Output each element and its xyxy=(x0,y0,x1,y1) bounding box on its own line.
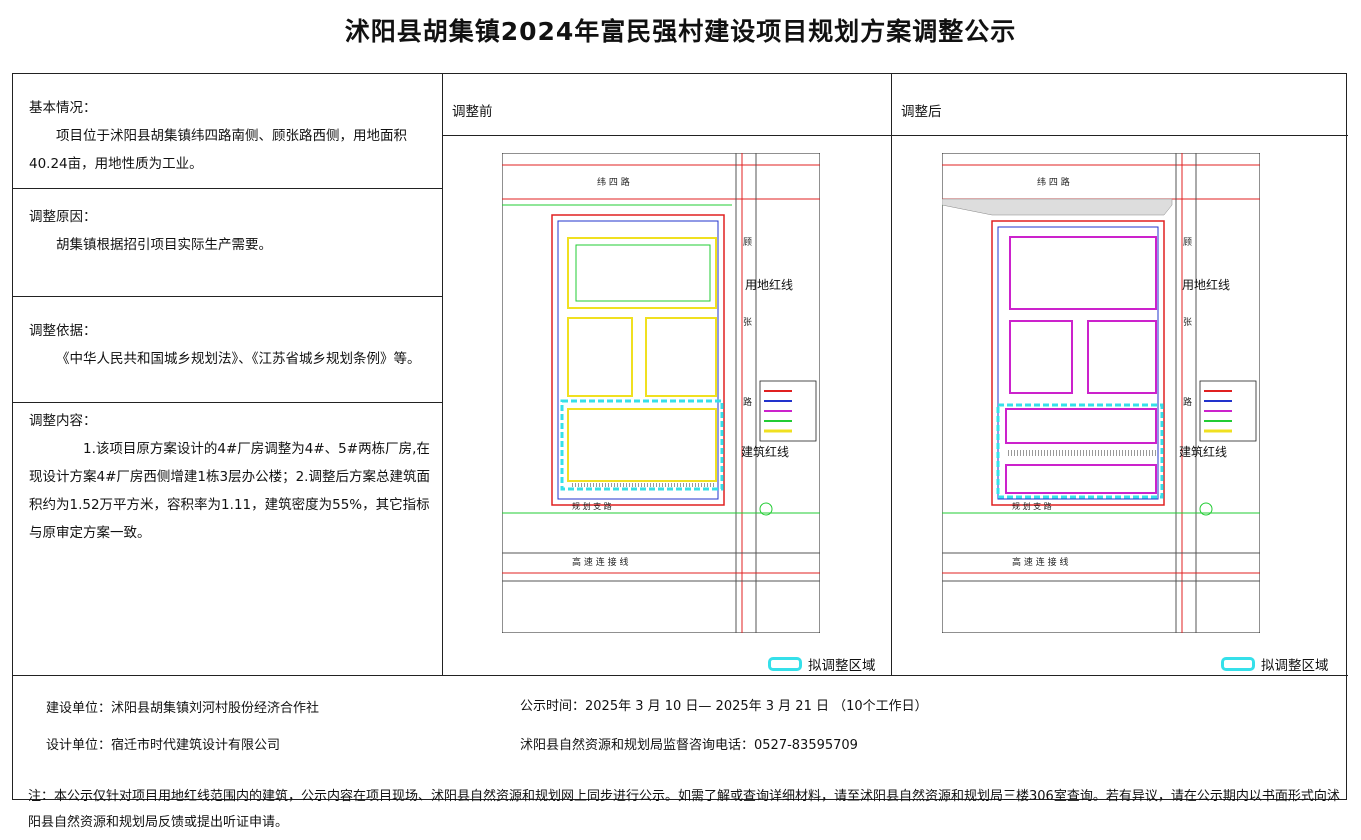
contact-block: 建设单位：沭阳县胡集镇刘河村股份经济合作社 设计单位：宿迁市时代建筑设计有限公司… xyxy=(13,675,1348,802)
cyan-region-swatch xyxy=(768,657,802,671)
road-north-label: 纬 四 路 xyxy=(1037,176,1070,188)
road-east-char-3: 路 xyxy=(1183,396,1192,408)
road-east-char-1: 顾 xyxy=(1183,237,1192,248)
road-north-label: 纬 四 路 xyxy=(597,176,630,188)
after-legend: 拟调整区域 xyxy=(1221,654,1329,674)
after-building-line-label: 建筑红线 xyxy=(1179,444,1227,459)
road-east-char-1: 顾 xyxy=(743,237,752,248)
basic-section: 基本情况： 项目位于沭阳县胡集镇纬四路南侧、顾张路西侧，用地面积40.24亩，用… xyxy=(13,74,442,189)
road-east-char-2: 张 xyxy=(1183,317,1192,328)
road-highway-label: 高 速 连 接 线 xyxy=(572,556,628,568)
road-east-char-3: 路 xyxy=(743,396,752,408)
content-heading: 调整内容： xyxy=(29,413,97,429)
basis-text: 《中华人民共和国城乡规划法》、《江苏省城乡规划条例》等。 xyxy=(56,351,421,367)
before-site-plan: 纬 四 路 顾 张 路 规 划 支 路 高 速 连 接 线 xyxy=(502,153,820,633)
basic-text: 项目位于沭阳县胡集镇纬四路南侧、顾张路西侧，用地面积40.24亩，用地性质为工业… xyxy=(29,128,407,172)
road-east-char-2: 张 xyxy=(743,317,752,328)
footnote: 注：本公示仅针对项目用地红线范围内的建筑，公示内容在项目现场、沭阳县自然资源和规… xyxy=(28,789,1340,830)
after-title: 调整后 xyxy=(891,74,1348,136)
road-south-label: 规 划 支 路 xyxy=(1012,501,1052,511)
info-column: 基本情况： 项目位于沭阳县胡集镇纬四路南侧、顾张路西侧，用地面积40.24亩，用… xyxy=(13,74,443,675)
notice-frame: 基本情况： 项目位于沭阳县胡集镇纬四路南侧、顾张路西侧，用地面积40.24亩，用… xyxy=(12,73,1348,802)
road-highway-label: 高 速 连 接 线 xyxy=(1012,556,1068,568)
basic-heading: 基本情况： xyxy=(29,100,97,116)
content-section: 调整内容： 1.该项目原方案设计的4#厂房调整为4#、5#两栋厂房,在现设计方案… xyxy=(13,403,442,675)
cyan-region-swatch xyxy=(1221,657,1255,671)
before-building-line-label: 建筑红线 xyxy=(741,444,789,459)
before-title: 调整前 xyxy=(442,74,891,136)
hotline-text: 沭阳县自然资源和规划局监督咨询电话：0527-83595709 xyxy=(520,738,858,753)
before-legend: 拟调整区域 xyxy=(768,654,876,674)
reason-text: 胡集镇根据招引项目实际生产需要。 xyxy=(56,237,272,253)
after-panel: 调整后 纬 四 路 顾 张 路 规 划 支 路 xyxy=(891,74,1348,675)
before-land-line-label: 用地红线 xyxy=(745,277,793,292)
builder-text: 建设单位：沭阳县胡集镇刘河村股份经济合作社 xyxy=(46,701,320,716)
designer-text: 设计单位：宿迁市时代建筑设计有限公司 xyxy=(46,738,281,753)
before-legend-label: 拟调整区域 xyxy=(808,658,876,674)
after-legend-label: 拟调整区域 xyxy=(1261,658,1329,674)
period-text: 公示时间：2025年 3 月 10 日— 2025年 3 月 21 日 （10个… xyxy=(520,699,928,714)
content-text: 1.该项目原方案设计的4#厂房调整为4#、5#两栋厂房,在现设计方案4#厂房西侧… xyxy=(29,441,430,541)
basis-section: 调整依据： 《中华人民共和国城乡规划法》、《江苏省城乡规划条例》等。 xyxy=(13,297,442,403)
basis-heading: 调整依据： xyxy=(29,323,97,339)
before-panel: 调整前 纬 四 路 顾 张 路 xyxy=(442,74,892,675)
road-south-label: 规 划 支 路 xyxy=(572,501,612,511)
reason-heading: 调整原因： xyxy=(29,209,97,225)
after-site-plan: 纬 四 路 顾 张 路 规 划 支 路 高 速 连 接 线 xyxy=(942,153,1260,633)
after-land-line-label: 用地红线 xyxy=(1182,277,1230,292)
reason-section: 调整原因： 胡集镇根据招引项目实际生产需要。 xyxy=(13,189,442,297)
page-title: 沭阳县胡集镇2024年富民强村建设项目规划方案调整公示 xyxy=(344,17,1017,46)
